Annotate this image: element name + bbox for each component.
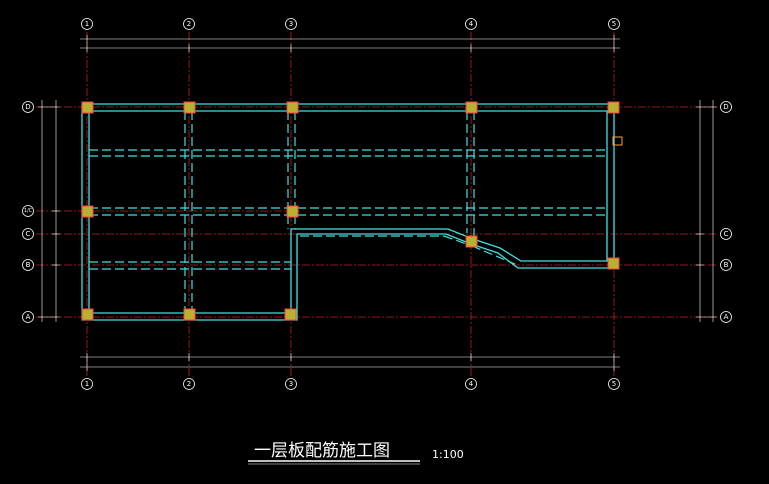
column-D2 xyxy=(183,101,196,114)
col-label-bottom-5: 5 xyxy=(612,380,616,388)
column-D3 xyxy=(286,101,299,114)
column-B5 xyxy=(607,257,620,270)
row-label-left-A: A xyxy=(26,313,31,321)
row-label-right-D: D xyxy=(723,103,728,111)
column-A2 xyxy=(183,308,196,321)
drawing-scale: 1:100 xyxy=(432,448,464,461)
grid-lines xyxy=(36,32,718,378)
column-C4 xyxy=(465,235,478,248)
column-1C3 xyxy=(286,205,299,218)
row-label-right-C: C xyxy=(724,230,729,238)
col-label-bottom-4: 4 xyxy=(469,380,474,388)
column-D4 xyxy=(465,101,478,114)
column-axis-bubbles xyxy=(22,18,732,390)
col-label-bottom-3: 3 xyxy=(289,380,293,388)
col-label-top-1: 1 xyxy=(85,20,89,28)
column-D5 xyxy=(607,101,620,114)
drawing-title: 一层板配筋施工图 xyxy=(254,441,390,461)
row-label-right-A: A xyxy=(724,313,729,321)
column-A1 xyxy=(81,308,94,321)
axis-labels: 1 2 3 4 5 1 2 3 4 5 D 1/C C B A D C B A xyxy=(24,20,729,388)
row-label-left-C: C xyxy=(26,230,31,238)
dimension-lines xyxy=(38,35,717,371)
column-A3 xyxy=(284,308,297,321)
beam-outlines xyxy=(81,103,615,321)
col-label-top-3: 3 xyxy=(289,20,293,28)
row-label-left-B: B xyxy=(26,261,31,269)
col-label-bottom-2: 2 xyxy=(187,380,191,388)
column-D1 xyxy=(81,101,94,114)
row-label-right-B: B xyxy=(724,261,729,269)
marker-square xyxy=(612,136,623,146)
col-label-top-4: 4 xyxy=(469,20,474,28)
column-1C1 xyxy=(81,205,94,218)
col-label-top-2: 2 xyxy=(187,20,191,28)
col-label-top-5: 5 xyxy=(612,20,616,28)
row-label-left-D: D xyxy=(25,103,30,111)
columns xyxy=(81,101,620,321)
row-label-left-1C: 1/C xyxy=(24,208,33,214)
beam-dashed xyxy=(89,111,607,313)
col-label-bottom-1: 1 xyxy=(85,380,89,388)
